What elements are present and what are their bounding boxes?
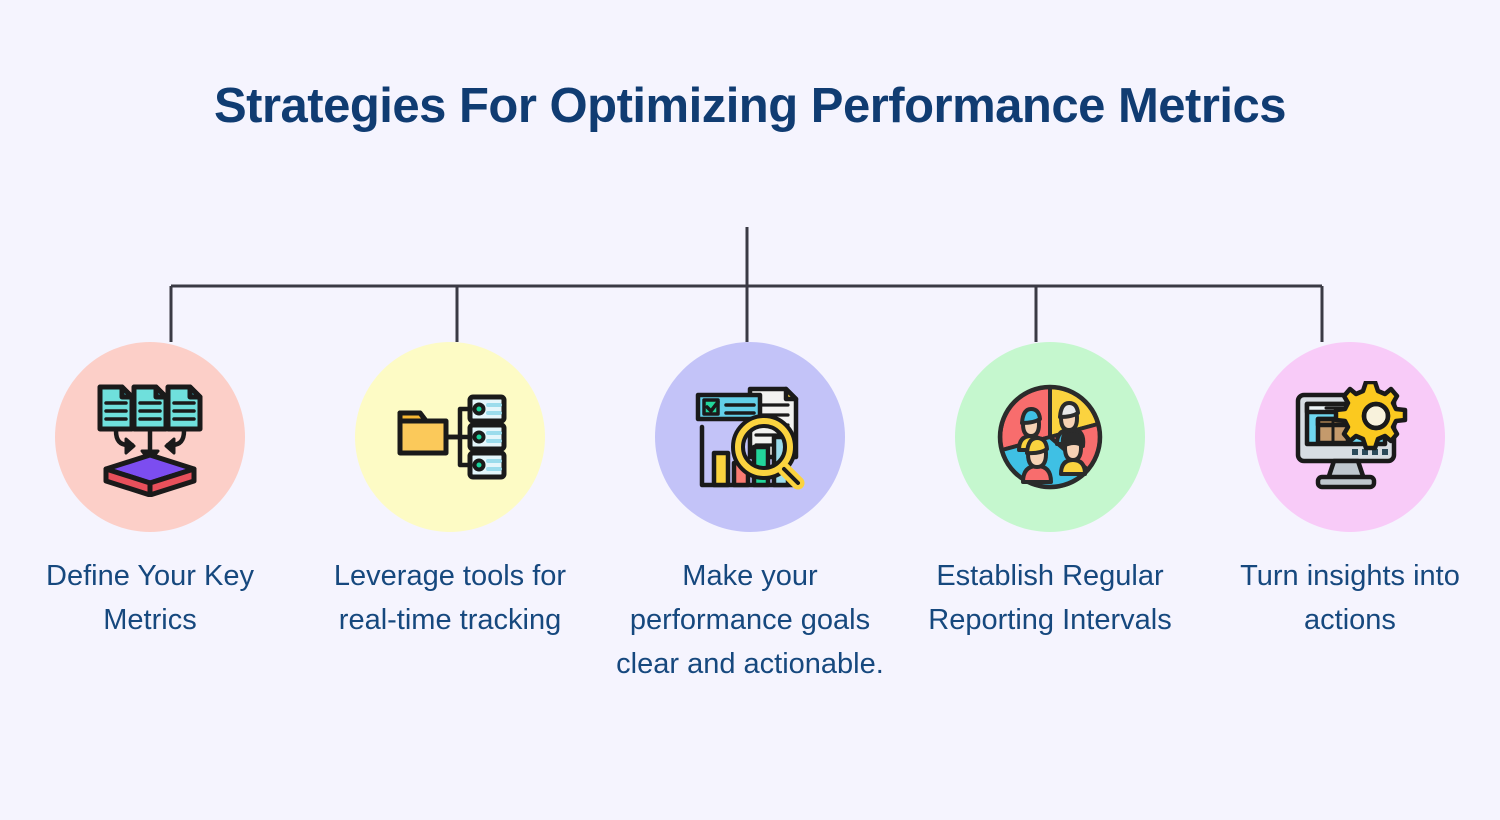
step-5[interactable]: Turn insights into actions	[1200, 342, 1500, 642]
step-3-label: Make your performance goals clear and ac…	[616, 560, 884, 680]
step-4-label: Establish Regular Reporting Intervals	[928, 560, 1172, 636]
step-4[interactable]: Establish Regular Reporting Intervals	[900, 342, 1200, 642]
steps-row: Define Your Key Metrics	[0, 342, 1500, 686]
step-3-icon-circle	[655, 342, 845, 532]
documents-to-stack-icon	[97, 384, 203, 497]
folder-server-tree-icon	[397, 394, 507, 480]
step-1[interactable]: Define Your Key Metrics	[0, 342, 300, 642]
pie-chart-people-icon	[997, 384, 1103, 490]
step-4-icon-circle	[955, 342, 1145, 532]
step-1-label: Define Your Key Metrics	[46, 560, 254, 636]
step-2-label: Leverage tools for real-time tracking	[333, 560, 567, 636]
monitor-gear-icon	[1295, 381, 1408, 490]
bar-chart-magnifier-report-icon	[695, 386, 805, 490]
step-3[interactable]: Make your performance goals clear and ac…	[600, 342, 900, 686]
page-title: Strategies For Optimizing Performance Me…	[213, 79, 1287, 133]
step-2-icon-circle	[355, 342, 545, 532]
step-5-label: Turn insights into actions	[1240, 560, 1460, 636]
step-1-icon-circle	[55, 342, 245, 532]
step-5-icon-circle	[1255, 342, 1445, 532]
step-2[interactable]: Leverage tools for real-time tracking	[300, 342, 600, 642]
